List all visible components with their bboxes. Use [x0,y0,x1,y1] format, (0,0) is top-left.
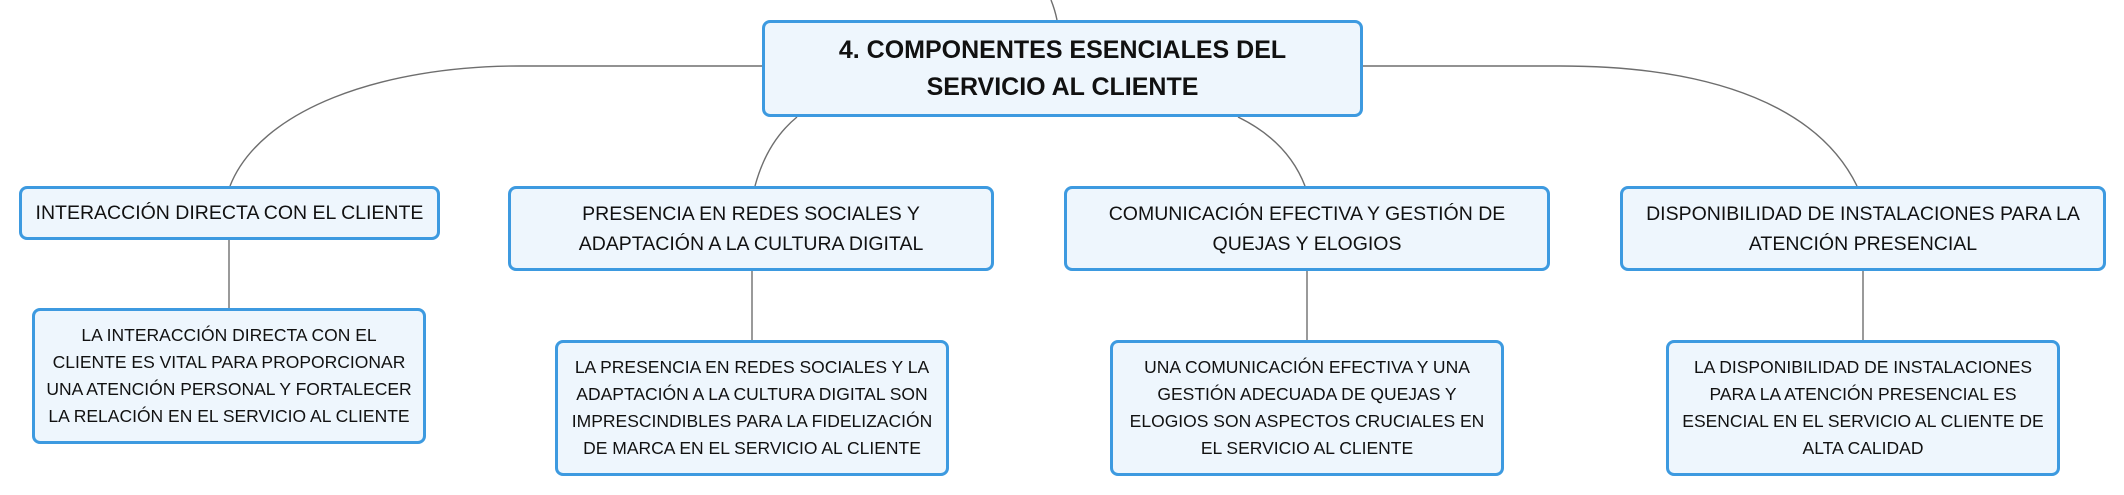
subtopic-text: LA PRESENCIA EN REDES SOCIALES Y LA ADAP… [571,357,933,458]
parent-connector [1050,0,1058,21]
topic-label: INTERACCIÓN DIRECTA CON EL CLIENTE [35,202,424,224]
subtopic-redes-sociales[interactable]: LA PRESENCIA EN REDES SOCIALES Y LA ADAP… [555,340,949,476]
central-topic-label: 4. COMPONENTES ESENCIALES DEL SERVICIO A… [838,35,1287,101]
connector-root-branch-2 [754,116,798,187]
topic-comunicacion-efectiva[interactable]: COMUNICACIÓN EFECTIVA Y GESTIÓN DE QUEJA… [1064,186,1550,271]
topic-redes-sociales[interactable]: PRESENCIA EN REDES SOCIALES Y ADAPTACIÓN… [508,186,994,271]
connector-root-branch-4 [1363,65,1858,187]
subtopic-text: UNA COMUNICACIÓN EFECTIVA Y UNA GESTIÓN … [1129,357,1485,458]
subtopic-text: LA INTERACCIÓN DIRECTA CON EL CLIENTE ES… [46,325,412,426]
subtopic-comunicacion-efectiva[interactable]: UNA COMUNICACIÓN EFECTIVA Y UNA GESTIÓN … [1110,340,1504,476]
topic-label: DISPONIBILIDAD DE INSTALACIONES PARA LA … [1646,202,2080,255]
connector-root-branch-1 [229,65,762,187]
topic-label: PRESENCIA EN REDES SOCIALES Y ADAPTACIÓN… [578,202,924,255]
subtopic-instalaciones-presenciales[interactable]: LA DISPONIBILIDAD DE INSTALACIONES PARA … [1666,340,2060,476]
central-topic[interactable]: 4. COMPONENTES ESENCIALES DEL SERVICIO A… [762,20,1363,117]
subtopic-text: LA DISPONIBILIDAD DE INSTALACIONES PARA … [1682,357,2044,458]
topic-instalaciones-presenciales[interactable]: DISPONIBILIDAD DE INSTALACIONES PARA LA … [1620,186,2106,271]
connector-root-branch-3 [1237,116,1306,187]
subtopic-interaccion-directa[interactable]: LA INTERACCIÓN DIRECTA CON EL CLIENTE ES… [32,308,426,444]
topic-interaccion-directa[interactable]: INTERACCIÓN DIRECTA CON EL CLIENTE [19,186,440,240]
topic-label: COMUNICACIÓN EFECTIVA Y GESTIÓN DE QUEJA… [1108,202,1506,255]
